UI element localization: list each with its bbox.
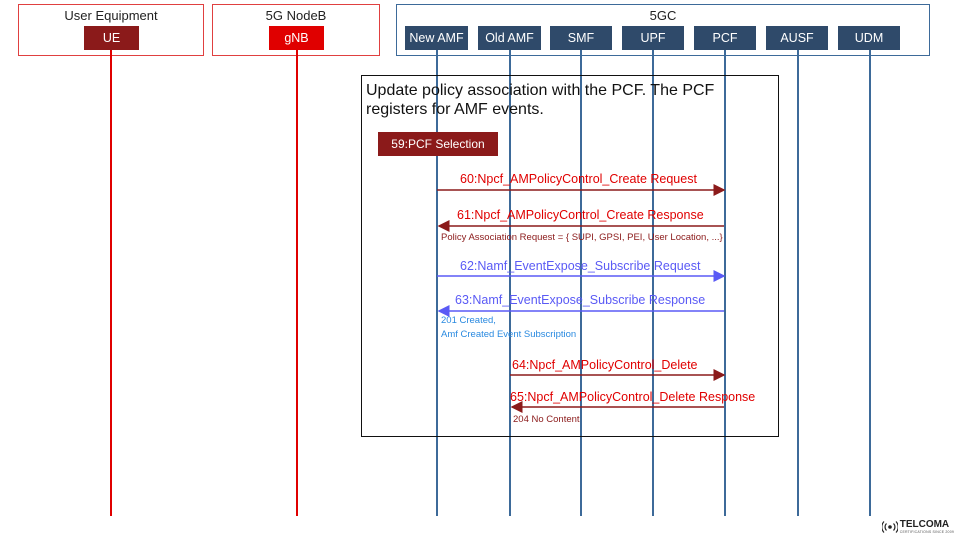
lifeline-old-amf xyxy=(509,48,511,516)
lifeline-udm xyxy=(869,48,871,516)
procedure-title: Update policy association with the PCF. … xyxy=(366,82,715,118)
node-udm: UDM xyxy=(838,26,900,50)
telcoma-logo: TELCOMA CERTIFICATIONS SINCE 2009 xyxy=(881,519,954,534)
lifeline-smf xyxy=(580,48,582,516)
lifeline-ausf xyxy=(797,48,799,516)
message-61-label: 61:Npcf_AMPolicyControl_Create Response xyxy=(457,208,704,222)
node-gnb: gNB xyxy=(269,26,324,50)
node-new-amf: New AMF xyxy=(405,26,468,50)
logo-tagline: CERTIFICATIONS SINCE 2009 xyxy=(899,530,954,534)
node-ue: UE xyxy=(84,26,139,50)
lifeline-new-amf xyxy=(436,48,438,516)
lifeline-upf xyxy=(652,48,654,516)
note-amf-created-subscription: Amf Created Event Subscription xyxy=(441,329,577,340)
message-65-label: 65:Npcf_AMPolicyControl_Delete Response xyxy=(510,390,756,404)
message-60-label: 60:Npcf_AMPolicyControl_Create Request xyxy=(460,172,697,186)
message-63-label: 63:Namf_EventExpose_Subscribe Response xyxy=(455,293,706,307)
note-policy-request: Policy Association Request = { SUPI, GPS… xyxy=(441,232,723,243)
node-smf: SMF xyxy=(550,26,612,50)
note-204-no-content: 204 No Content xyxy=(513,414,580,425)
node-pcf: PCF xyxy=(694,26,756,50)
pcf-selection-step: 59:PCF Selection xyxy=(378,132,498,156)
lifeline-gnb xyxy=(296,48,298,516)
node-upf: UPF xyxy=(622,26,684,50)
group-title-ue: User Equipment xyxy=(64,8,158,23)
group-title-5gc: 5GC xyxy=(649,8,677,23)
lifeline-ue xyxy=(110,48,112,516)
message-62-label: 62:Namf_EventExpose_Subscribe Request xyxy=(460,259,701,273)
lifeline-pcf xyxy=(724,48,726,516)
note-201-created: 201 Created, xyxy=(441,315,496,326)
group-title-gnb: 5G NodeB xyxy=(265,8,327,23)
logo-name: TELCOMA xyxy=(899,519,950,530)
message-64-label: 64:Npcf_AMPolicyControl_Delete xyxy=(512,358,698,372)
node-ausf: AUSF xyxy=(766,26,828,50)
procedure-box xyxy=(361,75,779,437)
node-old-amf: Old AMF xyxy=(478,26,541,50)
signal-icon xyxy=(881,521,898,533)
